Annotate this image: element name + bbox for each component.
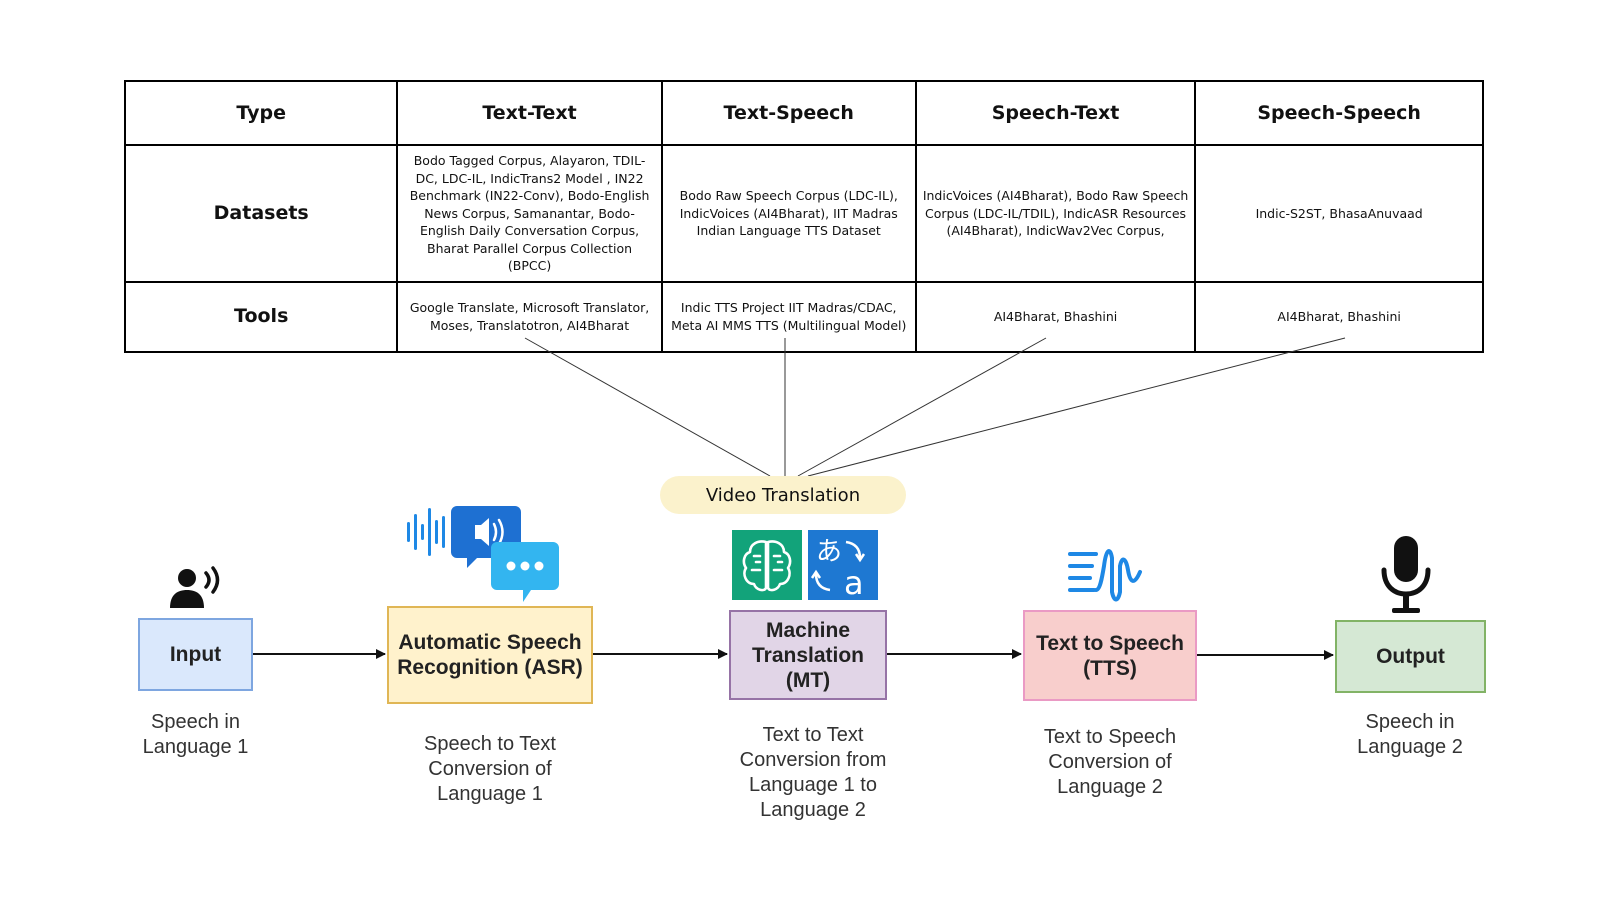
header-type: Type [123, 80, 399, 146]
header-text-speech: Text-Speech [660, 80, 917, 146]
asr-box: Automatic Speech Recognition (ASR) [387, 606, 593, 704]
microphone-icon [1381, 536, 1431, 613]
header-speech-speech: Speech-Speech [1194, 80, 1484, 146]
tts-box: Text to Speech (TTS) [1023, 610, 1197, 701]
cell-datasets-speech-speech: Indic-S2ST, BhasaAnuvaad [1194, 144, 1484, 283]
svg-text:a: a [844, 564, 864, 602]
row-label-tools: Tools [123, 280, 399, 353]
output-caption: Speech in Language 2 [1357, 711, 1463, 758]
cell-tools-text-speech: Indic TTS Project IIT Madras/CDAC, Meta … [660, 280, 917, 353]
mt-caption: Text to Text Conversion from Language 1 … [739, 724, 887, 821]
cell-datasets-text-text: Bodo Tagged Corpus, Alayaron, TDIL-DC, L… [396, 144, 663, 283]
connector-text-text [524, 337, 771, 477]
translate-icon: あ a [732, 530, 878, 602]
cell-tools-speech-speech: AI4Bharat, Bhashini [1194, 280, 1484, 353]
table-row-tools: Tools Google Translate, Microsoft Transl… [123, 280, 1484, 353]
cell-datasets-speech-text: IndicVoices (AI4Bharat), Bodo Raw Speech… [914, 144, 1197, 283]
tts-caption: Text to Speech Conversion of Language 2 [1043, 726, 1177, 798]
cell-tools-speech-text: AI4Bharat, Bhashini [914, 280, 1197, 353]
input-caption: Speech in Language 1 [142, 711, 249, 758]
asr-caption: Speech to Text Conversion of Language 1 [424, 733, 556, 805]
table-row-datasets: Datasets Bodo Tagged Corpus, Alayaron, T… [123, 144, 1484, 283]
table-header-row: Type Text-Text Text-Speech Speech-Text S… [123, 80, 1484, 146]
row-label-datasets: Datasets [123, 144, 399, 283]
resource-table: Type Text-Text Text-Speech Speech-Text S… [123, 80, 1484, 353]
cell-datasets-text-speech: Bodo Raw Speech Corpus (LDC-IL), IndicVo… [660, 144, 917, 283]
speech-bubble-icon [407, 506, 559, 602]
speaking-person-icon [170, 566, 220, 608]
cell-tools-text-text: Google Translate, Microsoft Translator, … [396, 280, 663, 353]
svg-text:あ: あ [816, 537, 842, 567]
connector-speech-text [797, 337, 1047, 477]
input-box: Input [138, 618, 253, 691]
video-translation-label: Video Translation [660, 476, 906, 514]
mt-box: Machine Translation (MT) [729, 610, 887, 700]
output-box: Output [1335, 620, 1486, 693]
connector-speech-speech [807, 337, 1346, 477]
header-speech-text: Speech-Text [914, 80, 1197, 146]
header-text-text: Text-Text [396, 80, 663, 146]
sound-wave-icon [1068, 549, 1142, 602]
